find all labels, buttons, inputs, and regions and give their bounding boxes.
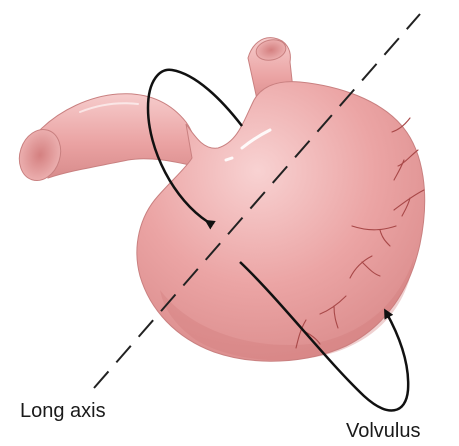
volvulus-label: Volvulus: [346, 420, 421, 443]
long-axis-label: Long axis: [20, 400, 106, 423]
duodenum-tube: [13, 94, 196, 186]
